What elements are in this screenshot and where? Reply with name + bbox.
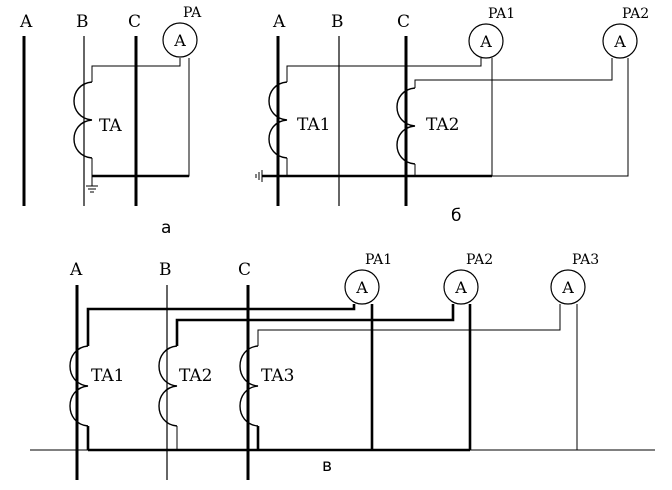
phase-label: A [69, 260, 83, 280]
phase-label: A [272, 12, 286, 32]
transformer-label: TA1 [297, 115, 331, 135]
transformer-coil [73, 81, 93, 159]
transformer-coil [158, 345, 178, 427]
meter-label: PA3 [572, 252, 599, 268]
diagram-b: A B C TA1 TA2 A PA1 A PA2 [255, 6, 649, 226]
diagram-caption: в [322, 456, 332, 476]
secondary-wire [492, 58, 629, 177]
transformer-label: TA2 [179, 366, 213, 386]
ammeter-icon: A [550, 269, 586, 305]
diagram-caption: б [451, 206, 461, 226]
meter-label: PA2 [466, 252, 493, 268]
transformer-label: TA2 [426, 115, 460, 135]
diagram-caption: а [161, 218, 171, 238]
phase-label: B [76, 12, 89, 32]
diagram-a: A B C TA A PA а [19, 5, 202, 238]
phase-label: B [159, 260, 172, 280]
svg-text:A: A [479, 32, 492, 51]
transformer-coil [239, 345, 259, 427]
meter-label: PA1 [488, 6, 515, 22]
transformer-label: TA [99, 116, 122, 136]
phase-label: C [238, 260, 251, 280]
transformer-coil [268, 81, 288, 159]
ammeter-icon: A [468, 23, 504, 59]
transformer-coil [69, 345, 89, 427]
transformer-label: TA1 [91, 366, 125, 386]
ammeter-icon: A [443, 269, 479, 305]
phase-label: A [19, 12, 33, 32]
phase-label: C [128, 12, 141, 32]
ground-icon [86, 176, 98, 193]
secondary-wire [175, 304, 455, 346]
secondary-wire [86, 304, 356, 346]
secondary-wire [91, 58, 181, 82]
meter-label: PA [183, 5, 202, 21]
secondary-wire [257, 304, 561, 346]
meter-label: PA2 [622, 6, 649, 22]
phase-label: C [397, 12, 410, 32]
svg-text:A: A [613, 32, 626, 51]
svg-text:A: A [454, 278, 467, 297]
transformer-coil [396, 87, 416, 165]
transformer-label: TA3 [261, 366, 295, 386]
phase-label: B [331, 12, 344, 32]
svg-text:A: A [355, 278, 368, 297]
secondary-wire [414, 58, 613, 88]
diagram-c: A B C TA1 TA2 TA3 A PA1 A PA2 [30, 252, 655, 480]
ammeter-icon: A [602, 23, 638, 59]
svg-text:A: A [173, 31, 186, 50]
ground-icon [255, 170, 263, 182]
ammeter-icon: A [344, 269, 380, 305]
meter-label: PA1 [365, 252, 392, 268]
svg-text:A: A [561, 278, 574, 297]
secondary-wire [286, 58, 482, 82]
ammeter-icon: A [162, 22, 198, 58]
